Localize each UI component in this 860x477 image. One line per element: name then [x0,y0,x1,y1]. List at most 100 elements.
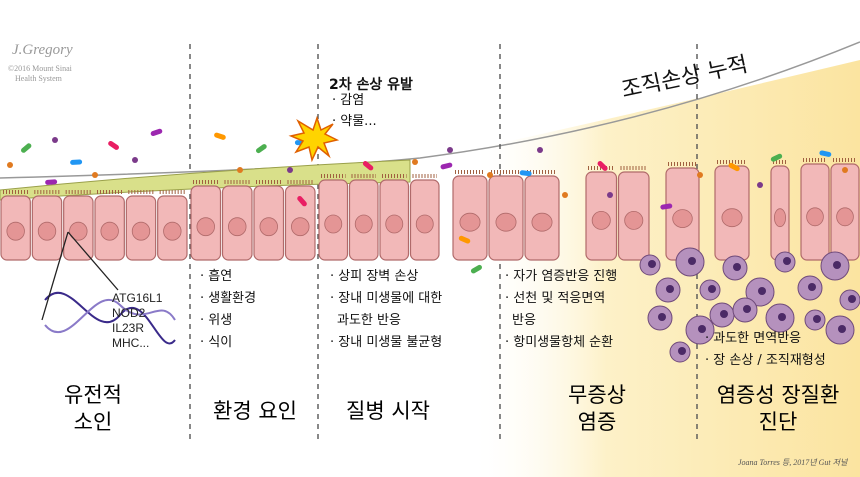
bacterium [70,159,83,165]
phase-genetic-line1: 유전적 [64,383,122,407]
immune-cell-nucleus [733,263,741,271]
immune-cell-nucleus [778,313,786,321]
bacterium [150,128,163,137]
damage-starburst [288,115,340,163]
dna-helix [44,291,176,345]
cell-nucleus [672,209,693,229]
bacterium [297,196,307,207]
bacterium [45,179,58,185]
immune-cell-nucleus [720,310,728,318]
cell-nucleus [531,212,553,232]
microbe-particle [607,192,613,198]
cell-nucleus [163,221,182,241]
bacterium [728,162,740,172]
phase-ibd-line1: 염증성 장질환 [716,383,840,407]
onset-bullet-4: · 장내 미생물 불균형 [330,335,443,350]
bacterium [362,161,374,171]
accumulation-curve [0,41,860,179]
immune-cell-nucleus [678,347,686,355]
immune-cells [639,247,860,363]
phase-subclinical-line1: 무증상 [568,383,626,407]
subclinical-bullet-4: · 항미생물항체 순환 [505,335,614,350]
immune-cell-nucleus [688,257,696,265]
subclinical-bullet-3: 반응 [512,313,536,328]
immune-cell-nucleus [698,325,706,333]
epithelium [0,158,860,261]
subclinical-bullet-1: · 자가 염증반응 진행 [505,269,618,284]
immune-cell-nucleus [648,260,656,268]
cell-nucleus [196,217,215,237]
microbe-particle [412,159,418,165]
phase-onset: 질병 시작 [303,398,473,425]
cell-nucleus [6,221,25,241]
bacterium [458,235,471,244]
microbe-particle [237,167,243,173]
immune-cell-nucleus [666,285,674,293]
gene-4: MHC... [112,336,150,350]
immune-cell-nucleus [783,257,791,265]
phase-genetic: 유전적 소인 [8,382,178,436]
bacterium [108,140,119,150]
bacterium [470,264,482,274]
immune-cell-nucleus [758,287,766,295]
microbe-particle [287,167,293,173]
cell-nucleus [100,221,119,241]
watermark-line1: ©2016 Mount Sinai [8,64,72,73]
watermark-signature: J.Gregory [12,42,73,58]
env-bullet-3: · 위생 [200,313,233,328]
bacterium [660,203,673,210]
cell-nucleus [806,207,824,227]
microbe-particle [7,162,13,168]
cell-nucleus [69,221,88,241]
cell-nucleus [459,212,481,232]
onset-bullet-1: · 상피 장벽 손상 [330,269,419,284]
immune-cell-nucleus [808,283,816,291]
immune-cell-nucleus [743,305,751,313]
phase-subclinical-line2: 염증 [577,410,617,434]
phase-environment: 환경 요인 [170,398,340,425]
subclinical-bullet-2: · 선천 및 적응면역 [505,291,606,306]
cell-nucleus [721,208,743,228]
bacterium [214,132,226,140]
cell-nucleus [354,214,373,234]
microbe-particle [487,172,493,178]
immune-cell-nucleus [838,325,846,333]
phase-dividers [189,44,698,440]
immune-cell-nucleus [658,313,666,321]
phase-ibd: 염증성 장질환 진단 [693,382,860,436]
secondary-title: 2차 손상 유발 [329,77,413,93]
phase-genetic-line2: 소인 [73,410,113,434]
immune-cell-nucleus [813,315,821,323]
env-bullet-1: · 흡연 [200,269,233,284]
ibd-bullet-1: · 과도한 면역반응 [705,331,802,346]
cell-nucleus [385,214,404,234]
bacterium [770,153,783,162]
cell-nucleus [291,217,310,237]
cell-nucleus [259,217,278,237]
cell-nucleus [836,207,854,227]
inflammation-background [470,60,860,477]
watermark-line2: Health System [15,74,62,83]
env-bullet-4: · 식이 [200,335,233,350]
microbe-particle [52,137,58,143]
bacterium [597,161,608,171]
gene-1: ATG16L1 [112,291,163,305]
immune-cell-nucleus [833,261,841,269]
bacterium [440,162,453,170]
gene-2: NOD2 [112,306,146,320]
bacterium [255,144,267,154]
phase-ibd-line2: 진단 [758,410,798,434]
secondary-item-2: · 약물... [332,114,377,129]
bacterium [21,143,32,153]
phase-environment-line1: 환경 요인 [213,399,297,423]
phase-onset-line1: 질병 시작 [346,399,430,423]
microbe-particle [842,167,848,173]
phase-subclinical: 무증상 염증 [512,382,682,436]
onset-bullet-2: · 장내 미생물에 대한 [330,291,443,306]
secondary-item-1: · 감염 [332,93,365,108]
cell-nucleus [624,210,644,230]
microbe-particle [757,182,763,188]
cell-nucleus [415,214,434,234]
